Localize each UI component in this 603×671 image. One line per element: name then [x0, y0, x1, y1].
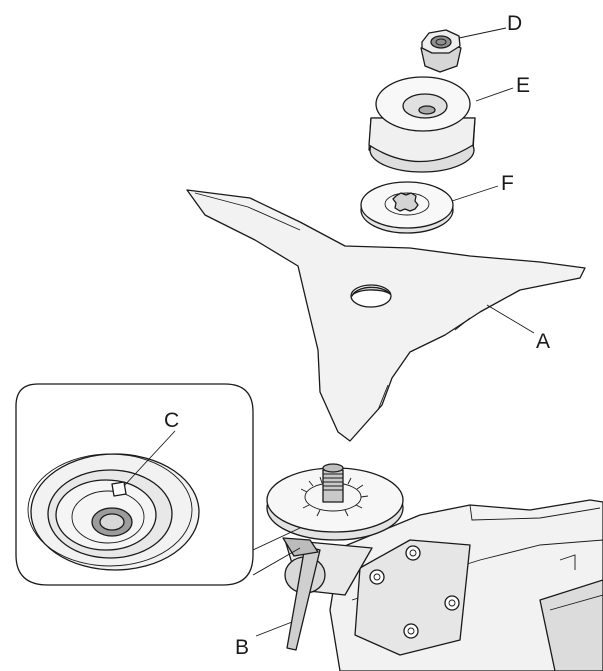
- leader-lines: [123, 27, 535, 637]
- nut-d: [420, 29, 462, 73]
- label-e: E: [516, 74, 530, 97]
- label-c: C: [164, 409, 179, 432]
- callout-labels: D E F A C B: [164, 12, 550, 659]
- gear-case: [329, 499, 603, 671]
- blade-cover-e: [368, 76, 476, 173]
- label-f: F: [501, 172, 514, 195]
- gear-case-bolts: [369, 545, 460, 639]
- blade-a: [186, 189, 586, 442]
- label-b: B: [235, 636, 249, 659]
- detail-inset: [15, 383, 301, 586]
- holder-plate-f: [360, 181, 454, 234]
- hex-wrench-b: [282, 537, 321, 651]
- label-a: A: [536, 330, 550, 353]
- receiver-washer: [266, 463, 404, 541]
- label-d: D: [507, 12, 522, 35]
